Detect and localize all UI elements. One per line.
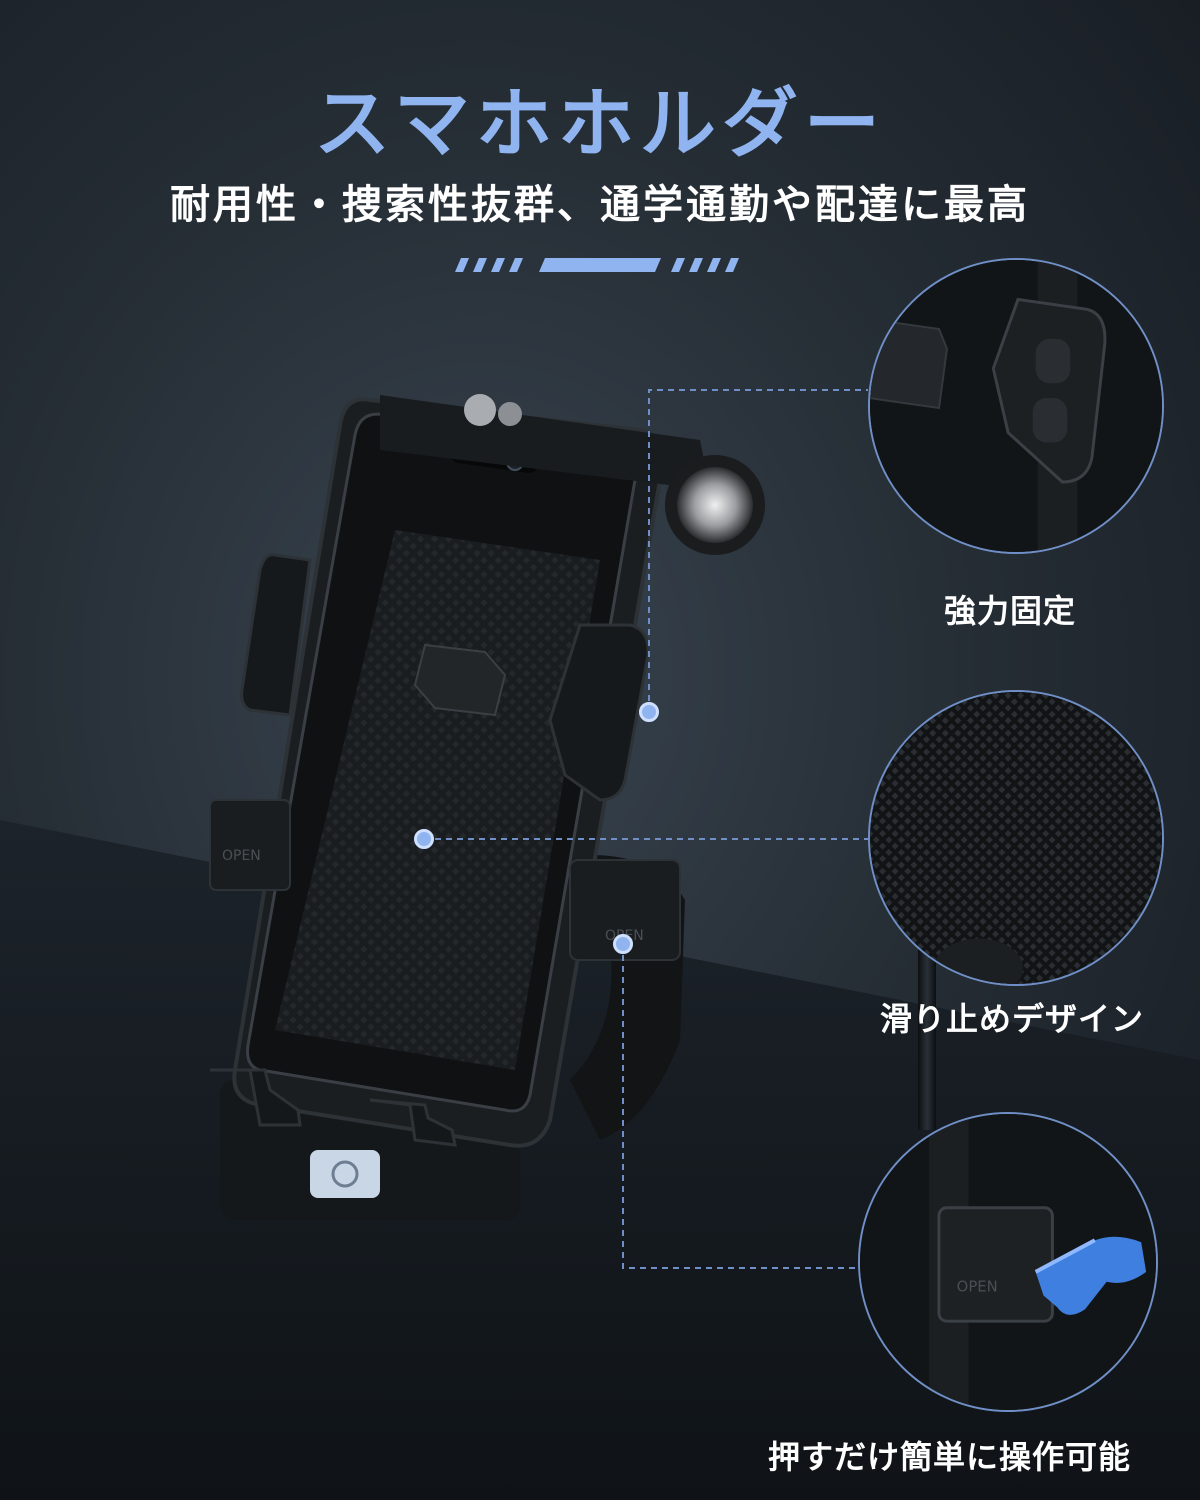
feature-circle-texture [868,690,1164,986]
feature-circle-push: OPEN [858,1112,1158,1412]
phone-holder-product: OPEN OPEN [209,394,765,1220]
svg-text:OPEN: OPEN [222,848,261,864]
callout-dot-latch [613,934,633,954]
feature-circle-clamp [868,258,1164,554]
anti-slip-texture-icon [870,692,1162,984]
power-button-icon [310,1150,380,1198]
decorative-divider [455,258,739,272]
callout-dot-texture [414,829,434,849]
feature-label-texture: 滑り止めデザイン [880,1000,1145,1038]
clamp-grip-icon [870,260,1162,552]
feature-label-push: 押すだけ簡単に操作可能 [768,1438,1132,1476]
page-subtitle: 耐用性・捜索性抜群、通学通勤や配達に最高 [170,182,1030,228]
callout-dot-grip [639,702,659,722]
push-release-icon: OPEN [860,1114,1156,1410]
pointing-hand-icon [1035,1236,1147,1315]
page-title: スマホホルダー [314,79,886,168]
feature-label-clamp: 強力固定 [944,592,1077,630]
svg-text:OPEN: OPEN [957,1279,998,1296]
